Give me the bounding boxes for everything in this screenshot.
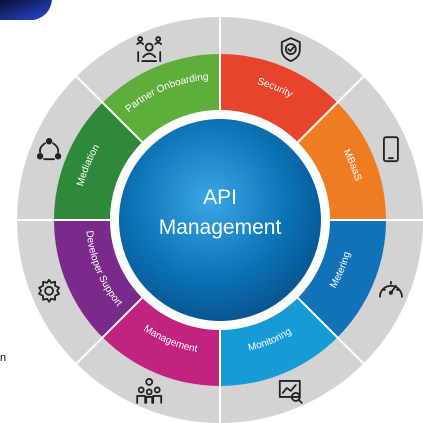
segment-separator [297,75,365,143]
segment-developer-support [53,220,143,338]
segment-separator [75,75,143,143]
center-title-line2: Management [159,216,282,239]
share-nodes-icon [36,138,62,161]
segment-partner-onboarding [102,53,220,143]
segment-monitoring [220,297,338,386]
gauge-icon [379,280,403,298]
smartphone-icon [383,136,399,163]
monitor-chart-icon [278,380,303,404]
partner-network-icon [136,36,163,62]
center-title-line1: API [203,186,237,209]
team-people-icon [136,378,163,404]
banner-fragment [0,0,52,20]
segment-mbaas [297,102,386,220]
segment-management [102,297,220,386]
center-disc [119,119,321,321]
edge-text: n [0,352,6,364]
segment-metering [297,220,386,338]
segment-mediation [54,102,143,220]
segment-security [220,54,338,143]
gear-icon [38,278,60,303]
segment-separator [75,297,143,365]
segment-separator [297,297,365,365]
shield-check-icon [280,37,301,62]
